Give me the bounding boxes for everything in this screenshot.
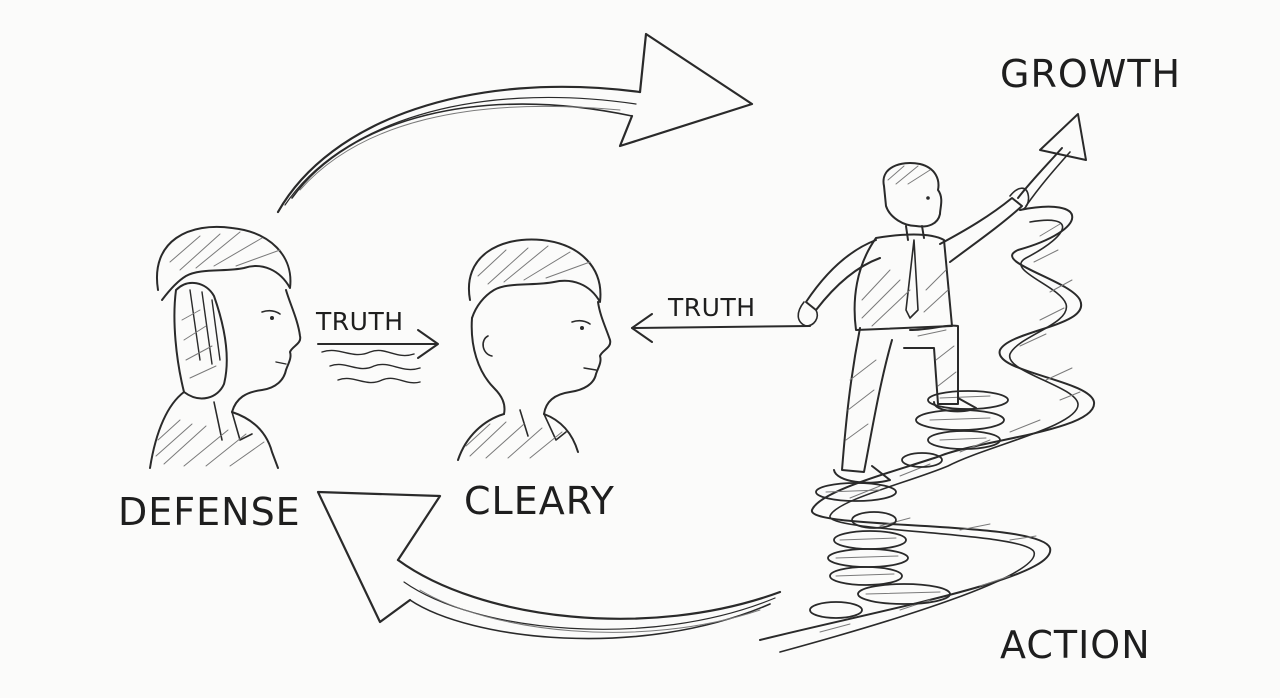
label-growth: GROWTH [1000, 52, 1182, 96]
top-cycle-arrow [276, 32, 754, 214]
truth-arrow-left [631, 313, 811, 343]
spiral-path [759, 205, 1096, 653]
label-action: ACTION [1000, 623, 1151, 667]
label-truth-left: TRUTH [316, 307, 404, 336]
bottom-cycle-arrow [316, 490, 782, 640]
stepping-stones [809, 390, 1009, 619]
defense-figure [149, 226, 302, 469]
growth-arrow [1017, 113, 1087, 207]
label-defense: DEFENSE [118, 490, 301, 534]
deflection-waves [321, 349, 421, 384]
label-truth-right: TRUTH [668, 293, 756, 322]
climbing-figure [797, 162, 1030, 484]
cleary-figure [457, 238, 612, 461]
truth-arrow-right [317, 329, 439, 359]
label-cleary: CLEARY [464, 479, 615, 523]
